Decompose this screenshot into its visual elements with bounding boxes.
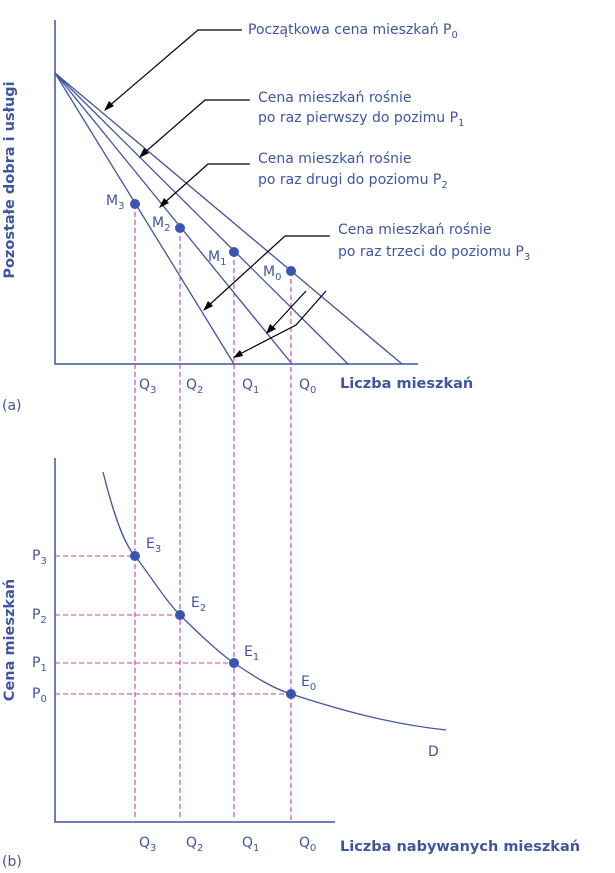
panel-a: M3 M2 M1 M0 Q3 Q2 Q1 Q0 Liczba mieszkań … bbox=[2, 20, 530, 820]
panel-b-tag: (b) bbox=[2, 854, 22, 870]
point-m2 bbox=[175, 223, 185, 233]
tick-a-q2: Q2 bbox=[186, 377, 203, 396]
arrow-p3-b bbox=[266, 290, 307, 334]
point-e2 bbox=[175, 610, 185, 620]
budget-line-p3 bbox=[54, 72, 235, 365]
tick-p1: P1 bbox=[32, 655, 47, 674]
panel-b-axes bbox=[54, 458, 335, 823]
tick-p3: P3 bbox=[32, 548, 47, 567]
annotation-p1-line2: po raz pierwszy do pozimu P1 bbox=[258, 110, 464, 129]
label-e0: E0 bbox=[301, 674, 316, 693]
point-m0 bbox=[286, 266, 296, 276]
panel-b: E3 E2 E1 E0 P3 P2 P1 P0 Q3 Q2 Q1 Q0 D Li… bbox=[2, 458, 580, 870]
panel-a-ylabel: Pozostałe dobra i usługi bbox=[2, 81, 18, 278]
panel-b-xlabel: Liczba nabywanych mieszkań bbox=[340, 839, 580, 855]
label-m0: M0 bbox=[263, 264, 281, 283]
budget-line-p2 bbox=[54, 72, 293, 365]
panel-a-tag: (a) bbox=[2, 398, 22, 414]
point-e0 bbox=[286, 689, 296, 699]
panel-a-axes bbox=[54, 20, 418, 365]
budget-line-p0 bbox=[54, 72, 403, 365]
arrow-p3-a bbox=[203, 235, 330, 311]
tick-b-q0: Q0 bbox=[299, 835, 316, 854]
annotation-p2-line2: po raz drugi do poziomu P2 bbox=[258, 172, 448, 191]
tick-p2: P2 bbox=[32, 607, 47, 626]
point-m1 bbox=[229, 247, 239, 257]
label-m2: M2 bbox=[152, 215, 170, 234]
panel-b-ylabel: Cena mieszkań bbox=[2, 579, 18, 701]
annotation-p3-line2: po raz trzeci do poziomu P3 bbox=[338, 244, 530, 263]
demand-curve bbox=[102, 471, 447, 731]
label-m1: M1 bbox=[208, 249, 226, 268]
label-e2: E2 bbox=[191, 595, 206, 614]
point-e3 bbox=[130, 551, 140, 561]
curve-label-d: D bbox=[428, 744, 439, 760]
annotation-p3-line1: Cena mieszkań rośnie bbox=[338, 222, 492, 238]
budget-line-p1 bbox=[54, 72, 349, 365]
tick-b-q2: Q2 bbox=[186, 835, 203, 854]
tick-a-q0: Q0 bbox=[299, 377, 316, 396]
tick-p0: P0 bbox=[32, 686, 47, 705]
panel-a-xlabel: Liczba mieszkań bbox=[340, 376, 473, 392]
arrow-p3-c bbox=[233, 290, 327, 358]
tick-b-q3: Q3 bbox=[139, 835, 156, 854]
annotation-p2-line1: Cena mieszkań rośnie bbox=[258, 151, 412, 167]
arrow-p1 bbox=[139, 99, 250, 158]
label-m3: M3 bbox=[106, 193, 124, 212]
point-e1 bbox=[229, 658, 239, 668]
label-e3: E3 bbox=[146, 536, 161, 555]
point-m3 bbox=[130, 199, 140, 209]
annotation-p1-line1: Cena mieszkań rośnie bbox=[258, 90, 412, 106]
arrow-p2 bbox=[159, 163, 250, 208]
tick-a-q1: Q1 bbox=[242, 377, 259, 396]
annotation-p0: Początkowa cena mieszkań P0 bbox=[248, 22, 458, 41]
tick-a-q3: Q3 bbox=[139, 377, 156, 396]
tick-b-q1: Q1 bbox=[242, 835, 259, 854]
label-e1: E1 bbox=[244, 644, 259, 663]
arrow-p0 bbox=[104, 29, 242, 111]
